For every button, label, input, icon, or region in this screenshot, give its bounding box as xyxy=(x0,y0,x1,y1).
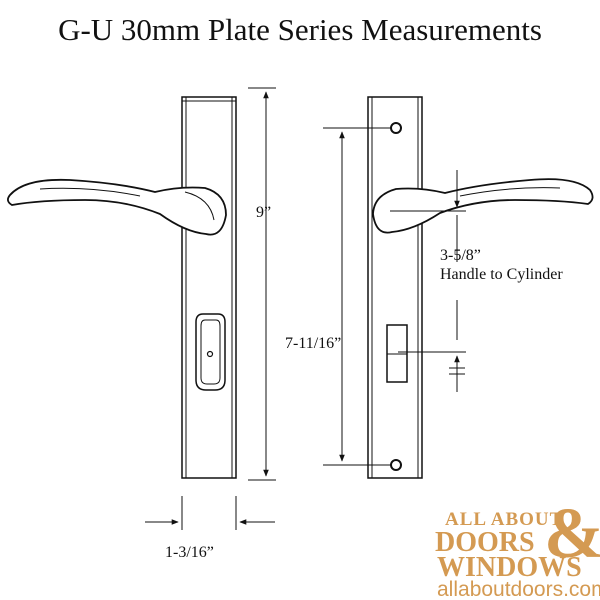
brand-logo: & ALL ABOUT DOORS WINDOWS allaboutdoors.… xyxy=(435,493,600,600)
logo-line-2: DOORS xyxy=(435,527,535,558)
handle-to-cylinder-caption: Handle to Cylinder xyxy=(440,266,563,283)
handle-to-cylinder-dimension xyxy=(390,170,466,392)
bottom-mounting-hole xyxy=(390,459,402,471)
front-keyhole xyxy=(206,350,214,358)
logo-ampersand: & xyxy=(544,493,600,573)
front-plate-outline xyxy=(181,96,237,479)
front-cylinder-escutcheon xyxy=(195,313,226,391)
hole-spacing-label: 7-11/16” xyxy=(285,335,341,352)
plate-width-dimension xyxy=(145,496,275,530)
plate-height-label: 9” xyxy=(256,204,271,221)
rear-lever-handle xyxy=(372,178,594,234)
logo-website: allaboutdoors.com xyxy=(437,578,600,600)
hole-spacing-dimension xyxy=(323,127,392,466)
rear-plate-outline xyxy=(367,96,423,479)
top-mounting-hole xyxy=(390,122,402,134)
front-view-plate xyxy=(181,96,237,479)
plate-height-dimension xyxy=(248,87,276,481)
logo-line-3: WINDOWS xyxy=(437,552,582,583)
handle-to-cylinder-label: 3-5/8” xyxy=(440,247,481,264)
plate-width-label: 1-3/16” xyxy=(165,544,214,561)
page-title: G-U 30mm Plate Series Measurements xyxy=(58,12,542,47)
logo-line-1: ALL ABOUT xyxy=(445,509,563,530)
rear-view-plate xyxy=(367,96,423,479)
front-lever-handle xyxy=(7,178,227,236)
